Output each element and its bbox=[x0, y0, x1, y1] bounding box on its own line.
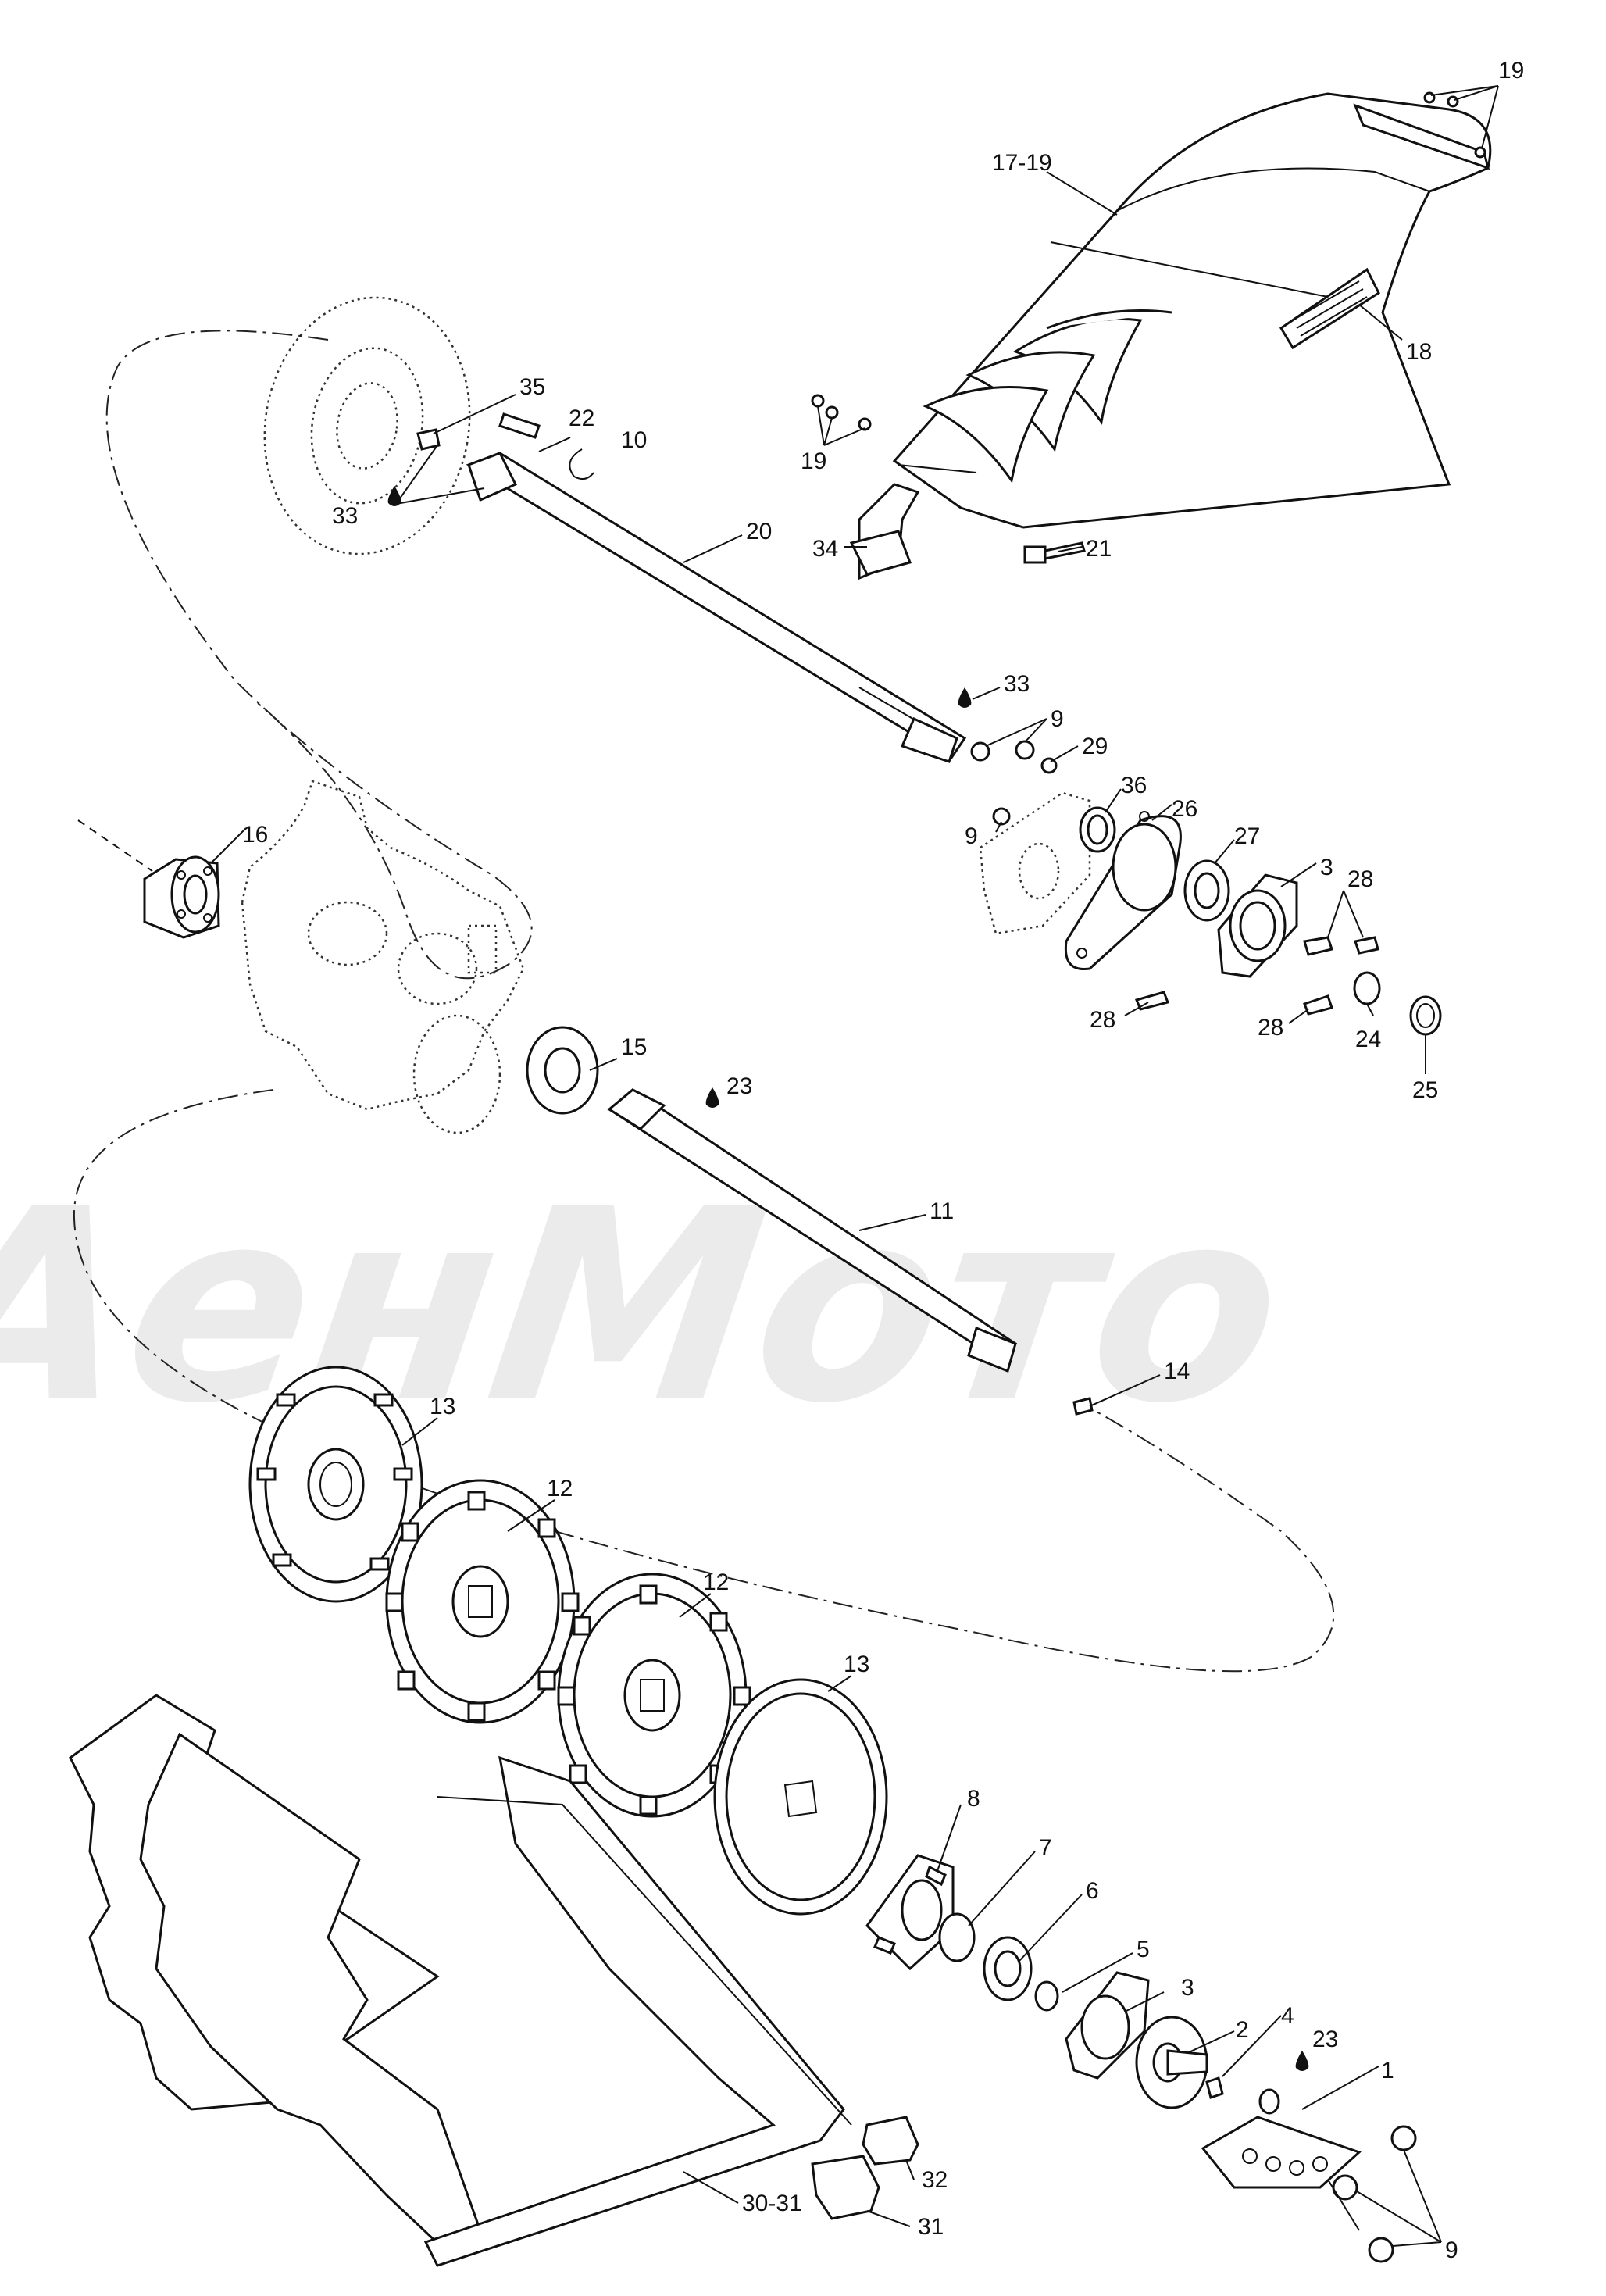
label-3-upper: 3 bbox=[1320, 855, 1333, 880]
label-35: 35 bbox=[519, 374, 545, 400]
label-19-top: 19 bbox=[1498, 58, 1524, 84]
label-12-b: 12 bbox=[703, 1569, 729, 1595]
fitting-4 bbox=[1205, 2076, 1224, 2099]
shaft-key bbox=[498, 412, 541, 439]
label-24: 24 bbox=[1355, 1027, 1381, 1052]
cover-nuts bbox=[811, 91, 1486, 431]
clip-14 bbox=[1072, 1397, 1094, 1416]
chaincase-housing bbox=[241, 780, 525, 1134]
cover-bracket bbox=[849, 483, 920, 580]
label-28-c: 28 bbox=[1258, 1015, 1283, 1041]
chaincase-cover bbox=[892, 92, 1492, 529]
track bbox=[69, 1694, 852, 2267]
label-13-right: 13 bbox=[844, 1651, 869, 1677]
wheel-13-right bbox=[713, 1678, 888, 1916]
label-33-left: 33 bbox=[332, 503, 358, 529]
label-6: 6 bbox=[1086, 1878, 1099, 1904]
label-12-a: 12 bbox=[547, 1476, 573, 1502]
drive-shaft bbox=[607, 1088, 1018, 1373]
nuts-9-upper bbox=[970, 740, 1058, 826]
label-25: 25 bbox=[1412, 1077, 1438, 1103]
cap-2 bbox=[1135, 2016, 1208, 2109]
label-3: 3 bbox=[1181, 1975, 1194, 2001]
flange-8 bbox=[865, 1854, 955, 1971]
label-17-19: 17-19 bbox=[992, 150, 1052, 176]
sprocket-12-b bbox=[557, 1573, 751, 1818]
leader-lines bbox=[210, 85, 1499, 2247]
label-22: 22 bbox=[569, 405, 594, 431]
label-8: 8 bbox=[967, 1786, 980, 1812]
label-36: 36 bbox=[1121, 773, 1147, 798]
washers bbox=[1353, 971, 1442, 1036]
bearing-27 bbox=[1183, 859, 1230, 922]
part-labels: 1 2 3 4 5 6 7 8 9 23 13 12 12 13 32 31 3… bbox=[242, 58, 1524, 2263]
drive-chain bbox=[105, 330, 533, 980]
label-29: 29 bbox=[1082, 734, 1108, 759]
label-9-upper: 9 bbox=[1051, 706, 1064, 732]
sprocket-13-left bbox=[248, 1366, 423, 1603]
nut-35 bbox=[416, 428, 441, 451]
label-31: 31 bbox=[918, 2214, 944, 2240]
watermark: AенMото bbox=[0, 1152, 1300, 1462]
label-5: 5 bbox=[1137, 1937, 1150, 1962]
label-33-right: 33 bbox=[1004, 671, 1030, 697]
label-28-a: 28 bbox=[1347, 866, 1373, 892]
washer-4 bbox=[1258, 2088, 1280, 2115]
bearing-16 bbox=[143, 855, 220, 939]
label-27: 27 bbox=[1234, 823, 1260, 849]
label-4: 4 bbox=[1281, 2003, 1294, 2029]
bracket-1 bbox=[1201, 2116, 1362, 2189]
circlip bbox=[569, 448, 594, 480]
track-loop bbox=[73, 1089, 1335, 1673]
label-34: 34 bbox=[812, 536, 838, 562]
label-14: 14 bbox=[1164, 1359, 1190, 1384]
slider-32 bbox=[862, 2116, 919, 2166]
label-10: 10 bbox=[621, 427, 647, 453]
label-21: 21 bbox=[1086, 536, 1112, 562]
flange-3-lower bbox=[1065, 1971, 1150, 2080]
label-9-lower: 9 bbox=[1445, 2237, 1458, 2263]
label-30-31: 30-31 bbox=[742, 2191, 802, 2216]
label-26: 26 bbox=[1172, 796, 1197, 822]
sprocket-12-a bbox=[385, 1479, 580, 1724]
label-23-upper: 23 bbox=[726, 1073, 752, 1099]
flange-3-upper bbox=[1217, 873, 1298, 978]
label-19-left: 19 bbox=[801, 448, 826, 474]
bearing-6 bbox=[983, 1936, 1033, 2001]
label-18: 18 bbox=[1406, 339, 1432, 365]
decal bbox=[1279, 267, 1380, 350]
brake-disc bbox=[263, 296, 471, 555]
label-20: 20 bbox=[746, 519, 772, 545]
rivet bbox=[1023, 541, 1086, 564]
label-7: 7 bbox=[1039, 1835, 1052, 1861]
label-23-lower: 23 bbox=[1312, 2026, 1338, 2052]
plate-26 bbox=[1064, 811, 1182, 971]
label-1: 1 bbox=[1381, 2058, 1394, 2084]
bearing-support bbox=[979, 791, 1091, 935]
label-11: 11 bbox=[930, 1198, 954, 1224]
ring-5 bbox=[1034, 1980, 1059, 2012]
slider-31 bbox=[811, 2155, 880, 2220]
seal-36 bbox=[1079, 806, 1116, 853]
washer-15 bbox=[526, 1026, 599, 1115]
oil-drop-icon bbox=[958, 687, 972, 708]
label-16: 16 bbox=[242, 822, 268, 848]
oil-drop-icon bbox=[1295, 2051, 1309, 2071]
oil-drop-icon bbox=[705, 1087, 719, 1108]
seal-7 bbox=[938, 1912, 976, 1962]
label-15: 15 bbox=[621, 1034, 647, 1060]
label-28-b: 28 bbox=[1090, 1007, 1115, 1033]
label-32: 32 bbox=[922, 2167, 948, 2193]
label-13-left: 13 bbox=[430, 1394, 455, 1419]
label-2: 2 bbox=[1236, 2017, 1249, 2043]
label-9-mid: 9 bbox=[965, 823, 978, 849]
